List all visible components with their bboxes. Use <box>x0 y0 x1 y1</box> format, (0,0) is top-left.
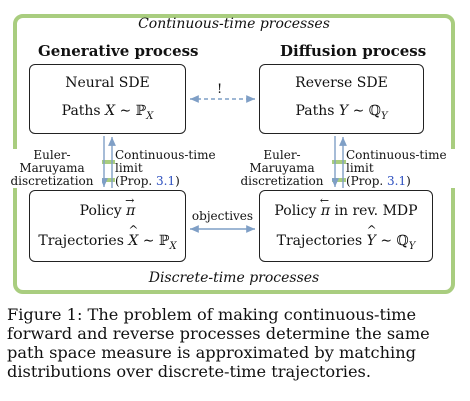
figure-caption: Figure 1: The problem of making continuo… <box>7 305 430 381</box>
diffusion-paths-label: Paths Y ∼ ℚY <box>295 103 388 122</box>
neural-sde-label: Neural SDE <box>65 75 150 91</box>
policy-box: Policy → π Trajectories ^ X ∼ ℙX <box>29 190 186 262</box>
prop-ref-link[interactable]: 3.1 <box>156 174 176 188</box>
left-continuous-limit-label: Continuous-time limit (Prop. 3.1) <box>115 149 245 188</box>
policy-trajectories-label: Trajectories ^ X ∼ ℙX <box>38 223 177 252</box>
right-euler-maruyama-label: Euler-Maruyama discretization <box>232 149 332 188</box>
hat-icon: ^ <box>128 223 139 237</box>
reverse-sde-label: Reverse SDE <box>295 75 388 91</box>
discrete-time-title: Discrete-time processes <box>148 270 320 286</box>
reverse-policy-box: Policy ← π in rev. MDP Trajectories ^ Y … <box>259 190 433 262</box>
left-arrow-overline-icon: ← <box>319 194 330 207</box>
prop-ref-link[interactable]: 3.1 <box>387 174 407 188</box>
neural-sde-box: Neural SDE Paths X ∼ ℙX <box>29 64 186 134</box>
right-arrow-overline-icon: → <box>125 194 135 207</box>
policy-label: Policy → π <box>79 194 136 219</box>
continuous-time-title: Continuous-time processes <box>138 16 330 32</box>
hat-icon: ^ <box>366 223 377 237</box>
right-continuous-limit-label: Continuous-time limit (Prop. 3.1) <box>346 149 468 188</box>
diffusion-process-header: Diffusion process <box>280 42 427 60</box>
generative-paths-label: Paths X ∼ ℙX <box>61 103 154 122</box>
left-euler-maruyama-label: Euler-Maruyama discretization <box>2 149 102 188</box>
dashed-link-label: ! <box>217 82 223 97</box>
generative-process-header: Generative process <box>38 42 199 60</box>
objectives-label: objectives <box>190 209 255 223</box>
reverse-sde-box: Reverse SDE Paths Y ∼ ℚY <box>259 64 424 134</box>
reverse-trajectories-label: Trajectories ^ Y ∼ ℚY <box>276 223 416 252</box>
reverse-policy-label: Policy ← π in rev. MDP <box>274 194 418 219</box>
